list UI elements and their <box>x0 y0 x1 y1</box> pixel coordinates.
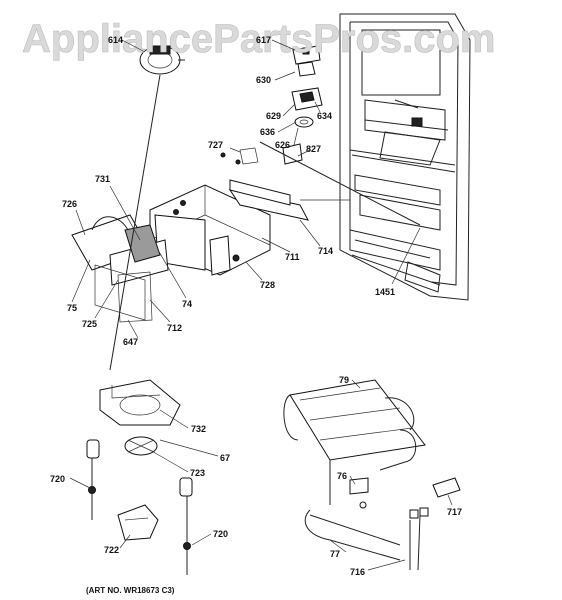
callout-720-right: 720 <box>213 529 228 539</box>
callout-732: 732 <box>191 424 206 434</box>
leader-lines <box>69 39 453 571</box>
callout-74: 74 <box>182 299 192 309</box>
callout-647: 647 <box>123 337 138 347</box>
callout-77: 77 <box>330 549 340 559</box>
callout-714: 714 <box>318 246 333 256</box>
callout-634: 634 <box>317 111 332 121</box>
callout-720-left: 720 <box>50 474 65 484</box>
callout-712: 712 <box>167 323 182 333</box>
art-number: (ART NO. WR18673 C3) <box>86 586 175 595</box>
callout-731: 731 <box>95 174 110 184</box>
damper-control-parts <box>239 45 323 165</box>
callout-626: 626 <box>275 140 290 150</box>
callout-79: 79 <box>339 375 349 385</box>
callout-716: 716 <box>350 567 365 577</box>
fan-assembly <box>86 379 193 575</box>
callout-617: 617 <box>256 35 271 45</box>
callout-67: 67 <box>220 453 230 463</box>
callout-629: 629 <box>266 111 281 121</box>
callout-728: 728 <box>260 280 275 290</box>
callout-725: 725 <box>82 319 97 329</box>
callout-711: 711 <box>285 252 300 262</box>
callout-630: 630 <box>256 75 271 85</box>
callout-1451: 1451 <box>375 287 395 297</box>
refrigerator-cabinet <box>339 13 471 301</box>
callout-726: 726 <box>62 199 77 209</box>
callout-717: 717 <box>447 507 462 517</box>
callout-727: 727 <box>208 140 223 150</box>
fan-motor-614 <box>139 45 185 75</box>
watermark: AppliancePartsPros.com <box>22 17 496 61</box>
evaporator-coil <box>283 379 461 571</box>
callout-723: 723 <box>190 468 205 478</box>
callout-76: 76 <box>337 471 347 481</box>
callout-614: 614 <box>108 35 123 45</box>
callout-636: 636 <box>260 127 275 137</box>
callout-722: 722 <box>104 545 119 555</box>
evaporator-cover-assembly <box>71 74 421 371</box>
callout-75: 75 <box>67 303 77 313</box>
callout-labels: 614 617 630 629 634 636 626 827 727 731 … <box>50 35 462 577</box>
callout-827: 827 <box>306 144 321 154</box>
